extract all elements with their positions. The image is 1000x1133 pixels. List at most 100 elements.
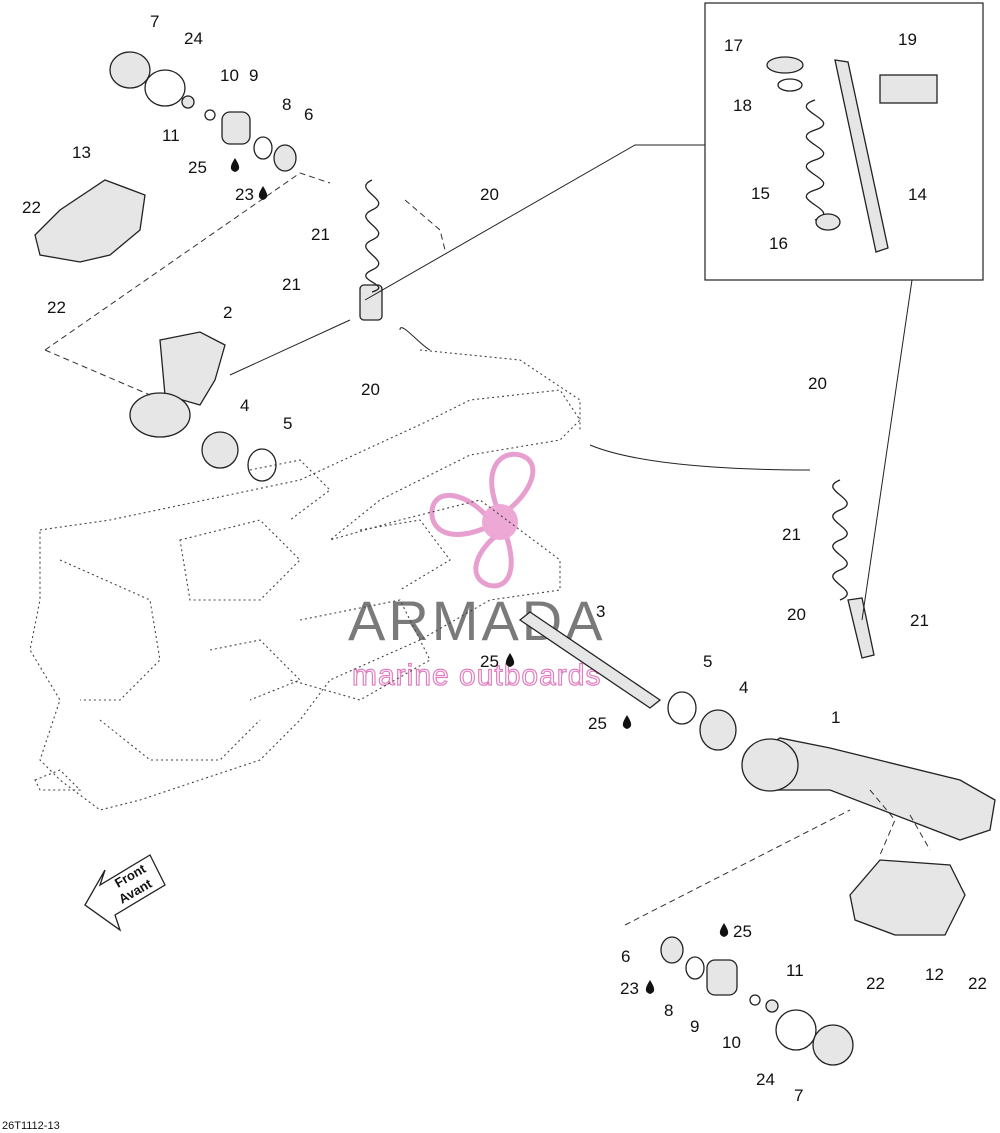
watermark-tagline: marine outboards — [352, 659, 601, 692]
connection-lines — [44, 144, 931, 926]
callout-21-a: 21 — [311, 225, 330, 244]
part-10-top — [204, 109, 216, 121]
part-24-top — [144, 69, 186, 107]
lubricant-drop-icons — [230, 158, 729, 994]
center-shock-spring — [365, 179, 380, 293]
parts — [34, 51, 996, 1066]
part-8-top — [253, 136, 273, 160]
callout-24-bottom: 24 — [756, 1070, 775, 1089]
callout-25-c: 25 — [588, 714, 607, 733]
right-shock-spring — [832, 479, 848, 601]
drop-icon — [719, 923, 729, 937]
callout-5-top: 5 — [283, 414, 292, 433]
shock-detail-box — [704, 2, 984, 281]
callout-18: 18 — [733, 96, 752, 115]
part-9-bottom — [706, 959, 738, 996]
part-5-circlip-top — [247, 448, 277, 482]
callout-14: 14 — [908, 185, 927, 204]
callout-2: 2 — [223, 303, 232, 322]
callout-16: 16 — [769, 234, 788, 253]
callout-20-b: 20 — [361, 380, 380, 399]
part-6-bottom — [660, 936, 684, 964]
drop-icon — [645, 980, 655, 994]
center-shock-body — [359, 284, 383, 321]
part-8-bottom — [685, 956, 705, 980]
callout-23-a: 23 — [235, 185, 254, 204]
callout-1: 1 — [831, 708, 840, 727]
part-9-top — [221, 111, 251, 145]
callout-23-b: 23 — [620, 979, 639, 998]
part-6-top — [273, 144, 297, 172]
callout-4-top: 4 — [240, 396, 249, 415]
callouts: 7 24 10 9 11 8 6 25 23 13 22 22 17 19 18… — [22, 12, 987, 1105]
part-10-bottom — [749, 994, 761, 1006]
callout-22-c: 22 — [866, 974, 885, 993]
callout-6-top: 6 — [304, 105, 313, 124]
part-14-shock — [834, 59, 889, 253]
callout-12: 12 — [925, 965, 944, 984]
callout-7-top: 7 — [150, 12, 159, 31]
callout-8-bottom: 8 — [664, 1001, 673, 1020]
callout-4-bottom: 4 — [739, 678, 748, 697]
right-shock-body — [847, 597, 875, 659]
vehicle-frame — [29, 349, 581, 811]
callout-19: 19 — [898, 30, 917, 49]
callout-10-top: 10 — [220, 66, 239, 85]
callout-21-c: 21 — [782, 525, 801, 544]
drop-icon — [622, 715, 632, 729]
part-13-guard — [34, 179, 146, 263]
drop-icon — [505, 653, 515, 667]
part-7-bottom — [812, 1024, 854, 1066]
part-5-circlip-bottom — [667, 691, 697, 725]
drop-icon — [230, 158, 240, 172]
watermark: ARMADA marine outboards — [348, 451, 603, 693]
part-2-sleeve — [129, 392, 191, 438]
part-24-bottom — [775, 1009, 817, 1051]
watermark-propeller-logo — [429, 451, 536, 589]
reference-code: 26T1112-13 — [2, 1120, 60, 1132]
callout-8-top: 8 — [282, 95, 291, 114]
callout-5-bottom: 5 — [703, 652, 712, 671]
part-17 — [766, 56, 804, 74]
callout-13: 13 — [72, 143, 91, 162]
callout-15: 15 — [751, 184, 770, 203]
callout-20-c: 20 — [808, 374, 827, 393]
callout-22-a: 22 — [22, 198, 41, 217]
part-16 — [815, 213, 841, 231]
part-15-spring — [805, 99, 825, 221]
callout-7-bottom: 7 — [794, 1086, 803, 1105]
callout-21-b: 21 — [282, 275, 301, 294]
part-18 — [777, 78, 803, 92]
callout-9-top: 9 — [249, 66, 258, 85]
callout-20-a: 20 — [480, 185, 499, 204]
part-4-bearing-bottom — [699, 709, 737, 751]
drop-icon — [258, 186, 268, 200]
part-11-bottom — [765, 999, 779, 1013]
callout-11-bottom: 11 — [786, 961, 804, 980]
callout-11-top: 11 — [162, 126, 180, 145]
callout-17: 17 — [724, 36, 743, 55]
callout-21-d: 21 — [910, 611, 929, 630]
front-direction-arrow: Front Avant — [84, 854, 166, 932]
callout-24-top: 24 — [184, 29, 203, 48]
callout-6-bottom: 6 — [621, 947, 630, 966]
callout-25-d: 25 — [733, 922, 752, 941]
part-12-guard — [849, 859, 966, 936]
center-shock-leader — [404, 199, 446, 251]
callout-22-d: 22 — [968, 974, 987, 993]
part-4-bearing-top — [201, 431, 239, 469]
callout-25-b: 25 — [480, 652, 499, 671]
callout-25-a: 25 — [188, 158, 207, 177]
callout-20-d: 20 — [787, 605, 806, 624]
callout-10-bottom: 10 — [722, 1033, 741, 1052]
part-19-label — [879, 74, 938, 104]
callout-3: 3 — [596, 602, 605, 621]
callout-9-bottom: 9 — [690, 1017, 699, 1036]
part-1-sleeve — [741, 738, 799, 792]
callout-22-b: 22 — [47, 298, 66, 317]
part-1-swing-arm — [744, 737, 996, 841]
part-3-shaft — [518, 611, 662, 709]
part-11-top — [181, 95, 195, 109]
part-7-top — [109, 51, 151, 89]
